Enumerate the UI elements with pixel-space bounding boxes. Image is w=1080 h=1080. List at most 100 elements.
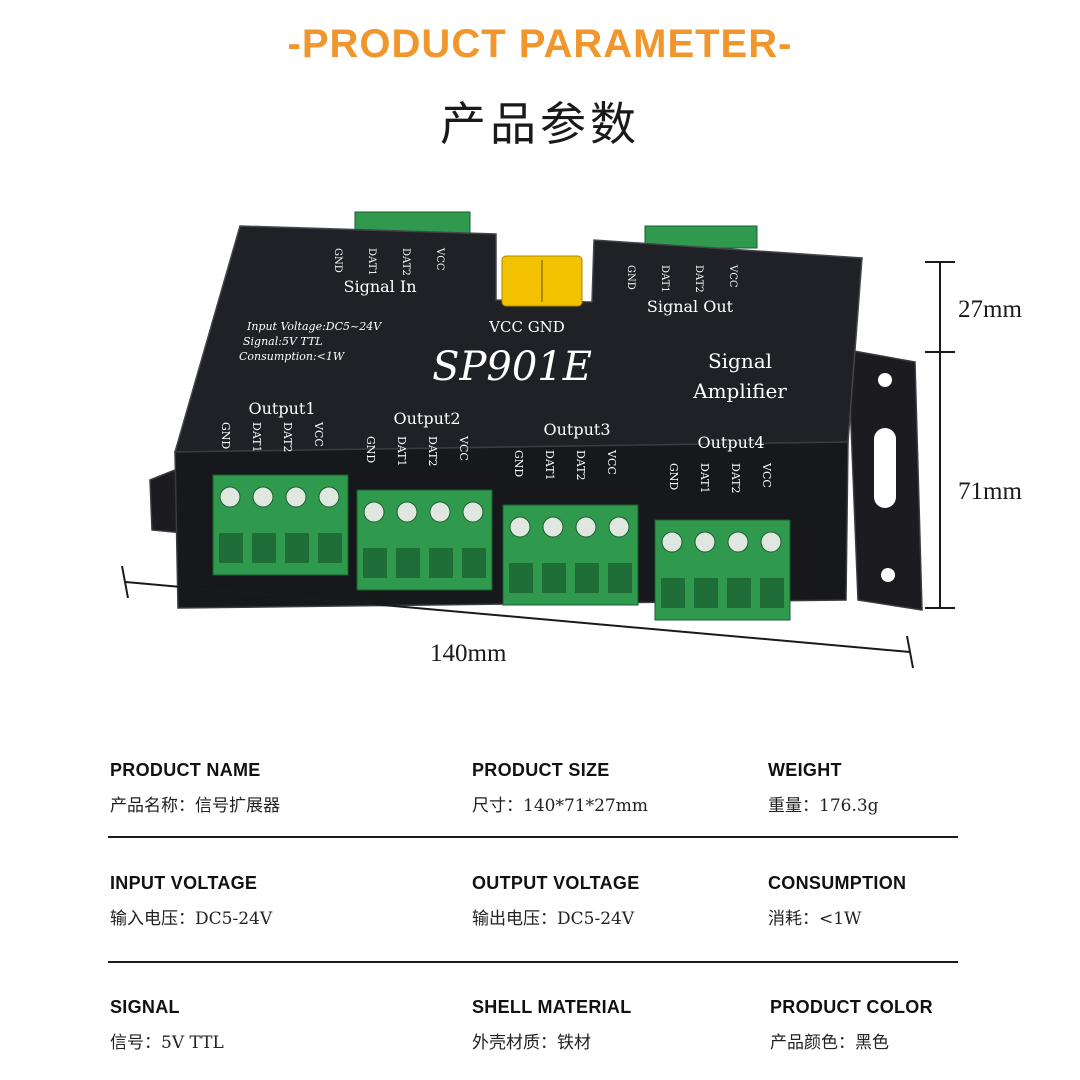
terminal-screw-icon xyxy=(661,531,683,553)
spec-value: 产品名称：信号扩展器 xyxy=(110,796,280,816)
terminal-screw-icon xyxy=(318,486,340,508)
spec-input-voltage: INPUT VOLTAGE 输入电压：DC5-24V xyxy=(110,873,272,929)
mount-hole-icon xyxy=(878,373,892,387)
spec-label: CONSUMPTION xyxy=(768,873,907,893)
spec-line-3: Consumption:<1W xyxy=(239,350,346,363)
terminal-socket xyxy=(694,578,718,608)
pin-label: DAT2 xyxy=(729,463,742,494)
signal-in-label: Signal In xyxy=(344,277,417,296)
spec-value: 信号：5V TTL xyxy=(110,1033,224,1053)
pin-label: VCC xyxy=(605,449,618,475)
output-terminals xyxy=(212,474,791,621)
terminal-screw-icon xyxy=(429,501,451,523)
terminal-screw-icon xyxy=(575,516,597,538)
pin-label: DAT1 xyxy=(366,248,377,276)
terminal-socket xyxy=(318,533,342,563)
pin-label: DAT1 xyxy=(395,436,408,467)
pin-label: VCC xyxy=(457,435,470,461)
pin-label: VCC xyxy=(760,462,773,488)
pin-label: GND xyxy=(364,436,377,463)
terminal-socket xyxy=(727,578,751,608)
spec-value: 外壳材质：铁材 xyxy=(472,1033,591,1053)
output-label: Output4 xyxy=(697,433,764,452)
spec-signal: SIGNAL 信号：5V TTL xyxy=(110,997,224,1053)
signal-out-label: Signal Out xyxy=(647,297,734,316)
terminal-socket xyxy=(285,533,309,563)
terminal-socket xyxy=(509,563,533,593)
spec-label: OUTPUT VOLTAGE xyxy=(472,873,640,893)
spec-label: SHELL MATERIAL xyxy=(472,997,632,1017)
terminal-socket xyxy=(252,533,276,563)
side-label-line2: Amplifier xyxy=(692,379,787,403)
terminal-socket xyxy=(396,548,420,578)
pin-label: DAT2 xyxy=(693,265,704,293)
spec-value: 产品颜色：黑色 xyxy=(770,1033,889,1053)
pin-label: DAT1 xyxy=(543,450,556,481)
terminal-screw-icon xyxy=(219,486,241,508)
row-divider xyxy=(108,961,958,963)
mount-slot-icon xyxy=(874,428,896,508)
pin-label: DAT1 xyxy=(250,422,263,453)
terminal-screw-icon xyxy=(252,486,274,508)
pin-label: GND xyxy=(625,265,636,290)
pin-label: GND xyxy=(512,450,525,477)
spec-product-name: PRODUCT NAME 产品名称：信号扩展器 xyxy=(110,760,280,816)
spec-product-size: PRODUCT SIZE 尺寸：140*71*27mm xyxy=(472,760,648,816)
terminal-screw-icon xyxy=(285,486,307,508)
page-heading: -PRODUCT PARAMETER- xyxy=(287,22,793,66)
side-label-line1: Signal xyxy=(708,349,772,373)
terminal-socket xyxy=(462,548,486,578)
terminal-screw-icon xyxy=(363,501,385,523)
terminal-socket xyxy=(363,548,387,578)
page-subheading: 产品参数 xyxy=(440,97,640,151)
spec-line-2: Signal:5V TTL xyxy=(243,335,323,348)
pin-label: VCC xyxy=(434,247,445,271)
model-label: SP901E xyxy=(432,344,592,390)
output-label: Output2 xyxy=(393,409,460,428)
terminal-socket xyxy=(661,578,685,608)
dimension-height-top: 27mm xyxy=(958,296,1022,323)
pin-label: DAT2 xyxy=(400,248,411,276)
pin-label: DAT2 xyxy=(426,436,439,467)
spec-value: 尺寸：140*71*27mm xyxy=(472,796,648,816)
terminal-screw-icon xyxy=(727,531,749,553)
terminal-screw-icon xyxy=(542,516,564,538)
spec-label: WEIGHT xyxy=(768,760,842,780)
dimension-length: 140mm xyxy=(430,640,507,667)
row-divider xyxy=(108,836,958,838)
terminal-screw-icon xyxy=(396,501,418,523)
terminal-screw-icon xyxy=(462,501,484,523)
spec-weight: WEIGHT 重量：176.3g xyxy=(768,760,879,816)
terminal-socket xyxy=(542,563,566,593)
terminal-socket xyxy=(760,578,784,608)
spec-label: SIGNAL xyxy=(110,997,180,1017)
terminal-screw-icon xyxy=(608,516,630,538)
terminal-socket xyxy=(575,563,599,593)
spec-output-voltage: OUTPUT VOLTAGE 输出电压：DC5-24V xyxy=(472,873,640,929)
device-illustration: Signal In Signal Out VCC GND SP901E Sign… xyxy=(121,211,955,669)
power-label: VCC GND xyxy=(488,318,565,336)
terminal-socket xyxy=(608,563,632,593)
pin-label: VCC xyxy=(727,264,738,288)
spec-value: 重量：176.3g xyxy=(768,796,879,816)
spec-consumption: CONSUMPTION 消耗：<1W xyxy=(768,873,906,929)
pin-label: GND xyxy=(219,422,232,449)
pin-label: VCC xyxy=(312,421,325,447)
terminal-screw-icon xyxy=(509,516,531,538)
mount-hole-icon xyxy=(881,568,895,582)
dimension-height-bottom: 71mm xyxy=(958,478,1022,505)
pin-label: GND xyxy=(332,248,343,273)
spec-product-color: PRODUCT COLOR 产品颜色：黑色 xyxy=(770,997,933,1053)
terminal-socket xyxy=(219,533,243,563)
output-label: Output3 xyxy=(543,420,610,439)
spec-label: PRODUCT SIZE xyxy=(472,760,610,780)
spec-shell-material: SHELL MATERIAL 外壳材质：铁材 xyxy=(472,997,632,1053)
spec-label: PRODUCT NAME xyxy=(110,760,261,780)
spec-label: INPUT VOLTAGE xyxy=(110,873,258,893)
pin-label: DAT1 xyxy=(659,265,670,293)
spec-value: 输出电压：DC5-24V xyxy=(472,909,635,929)
spec-value: 消耗：<1W xyxy=(768,909,862,929)
spec-label: PRODUCT COLOR xyxy=(770,997,933,1017)
